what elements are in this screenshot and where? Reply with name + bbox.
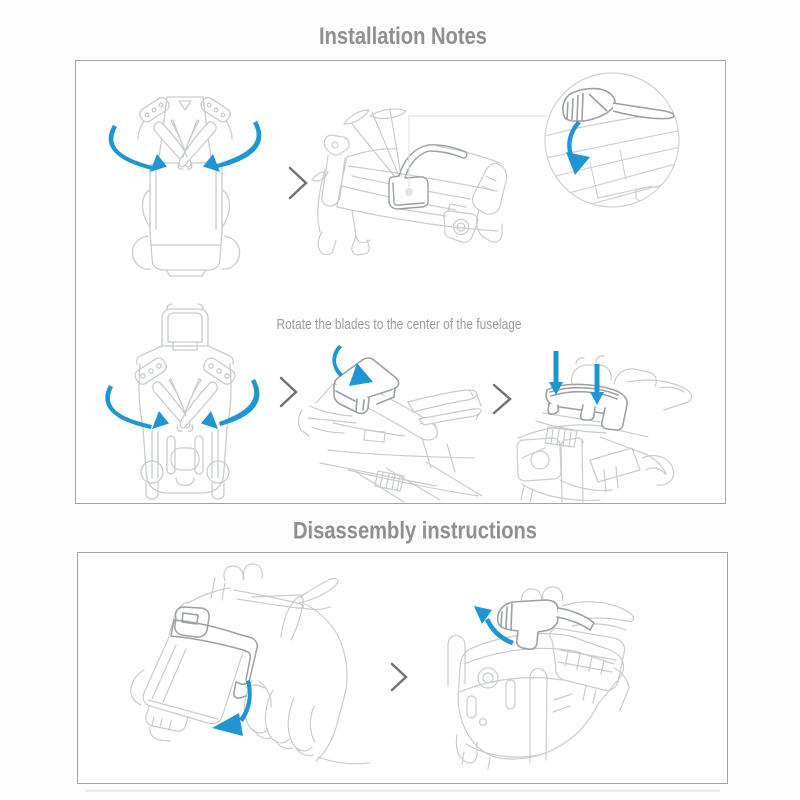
- svg-text:Installation Notes: Installation Notes: [319, 23, 487, 50]
- svg-text:Rotate the blades to the cente: Rotate the blades to the center of the f…: [277, 317, 522, 333]
- svg-text:Disassembly instructions: Disassembly instructions: [293, 518, 537, 545]
